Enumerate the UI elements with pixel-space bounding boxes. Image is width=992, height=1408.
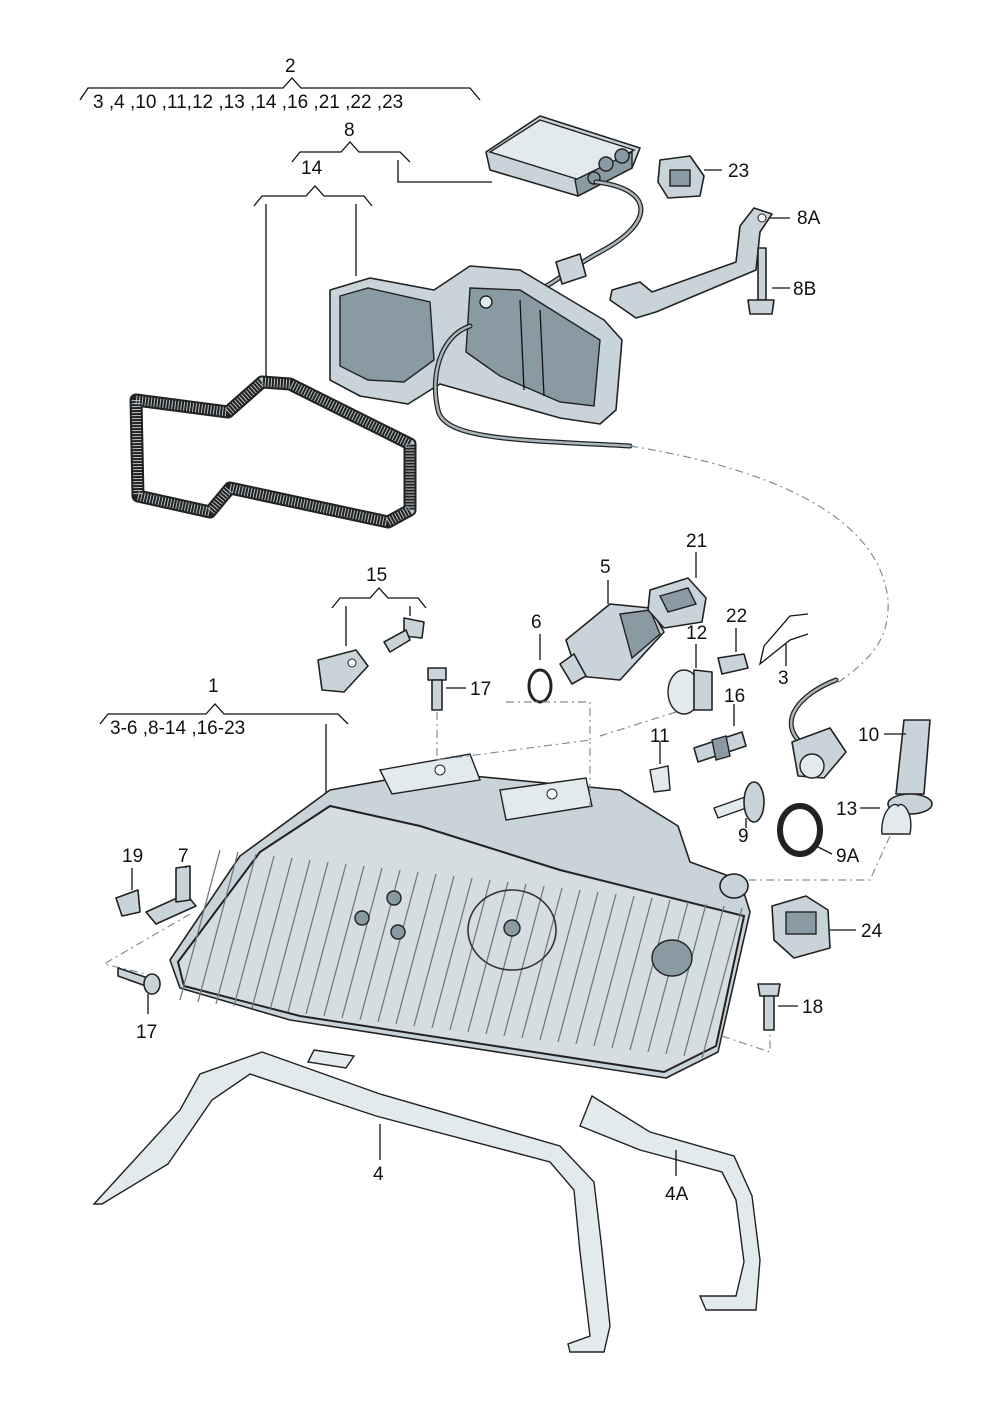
screw-17-top: 17 [427,667,491,760]
screw-17-bottom: 17 [117,967,161,1043]
group-bracket-15: 15 [317,565,427,693]
lens-hatch-line [197,851,239,1003]
lens-hatch-line [629,899,671,1051]
lens-hatch-line [647,901,689,1053]
label-8A: 8A [797,208,821,229]
label-14: 14 [301,158,323,179]
lens-hatch-line [557,891,599,1043]
lens-hatch-line [431,877,473,1029]
lens-hatch-line [341,867,383,1019]
trim-strip-4: 4 [92,1049,611,1353]
lens-hatch-line [503,885,545,1037]
label-3: 3 [778,668,789,689]
trim-strip-4A: 4A [579,1094,761,1311]
connector-21: 21 [647,531,707,629]
label-11: 11 [650,726,670,747]
bracket-7: 7 [145,846,197,925]
label-24: 24 [861,921,883,942]
gasket [129,375,417,529]
lens-hatch-line [377,871,419,1023]
lens-hatch-line [575,893,617,1045]
label-13: 13 [836,799,857,820]
group-bracket-14: 14 [253,158,373,378]
bulb-13: 13 [740,799,912,881]
connector-22: 22 [717,606,749,675]
label-15: 15 [366,565,387,586]
label-4A: 4A [665,1184,689,1205]
lamp-housing [329,265,623,425]
lens-hatch-line [305,863,347,1015]
level-motor-5: 5 [559,557,665,685]
clip-19: 19 [115,846,143,917]
lens-hatch-line [539,889,581,1041]
label-16: 16 [724,686,745,707]
label-2-list: 3 ,4 ,10 ,11,12 ,13 ,14 ,16 ,21 ,22 ,23 [93,92,403,113]
lens-hatch-line [521,887,563,1039]
connector-23: 23 [657,155,749,199]
lens-hatch-line [701,907,743,1059]
label-5: 5 [600,557,611,578]
label-1: 1 [208,676,219,697]
lens-hatch-line [611,897,653,1049]
retaining-ring-6: 6 [506,612,591,740]
label-22: 22 [726,606,747,627]
label-17-top: 17 [470,679,491,700]
group-bracket-1: 1 3-6 ,8-14 ,16-23 [99,676,349,804]
label-8B: 8B [793,279,816,300]
lens-hatch-line [665,903,707,1055]
bracket-8A: 8A [609,207,821,319]
connector-24: 24 [771,895,883,959]
label-18: 18 [802,997,823,1018]
lens-hatch-line [683,905,725,1057]
lens-hatch-line [413,875,455,1027]
lens-hatch-line [467,881,509,1033]
label-2: 2 [285,56,296,77]
lens-hatch-line [269,859,311,1011]
label-21: 21 [686,531,707,552]
bulb-10: 10 [858,719,933,815]
screw-8B: 8B [747,247,816,315]
group-bracket-2: 2 3 ,4 ,10 ,11,12 ,13 ,14 ,16 ,21 ,22 ,2… [79,56,481,113]
wire-3: 3 [758,613,809,689]
bulb-11: 11 [649,726,671,793]
lens-hatch-line [233,855,275,1007]
label-10: 10 [858,725,879,746]
lens-hatch-line [215,853,257,1005]
headlight-assembly [169,753,751,1079]
screw-18: 18 [757,983,823,1031]
lens-hatch-line [323,865,365,1017]
label-6: 6 [531,612,542,633]
label-8: 8 [344,120,355,141]
label-23: 23 [728,161,749,182]
label-7: 7 [178,846,189,867]
ring-9A: 9A [777,803,860,867]
lens-hatch-line [179,849,221,1001]
label-1-list: 3-6 ,8-14 ,16-23 [110,718,245,739]
group-bracket-8: 8 [291,120,492,183]
label-12: 12 [686,623,707,644]
lens-hatch-line [287,861,329,1013]
lens-hatch-line [251,857,293,1009]
label-17-bottom: 17 [136,1022,157,1043]
label-4: 4 [373,1164,384,1185]
socket-16: 16 [693,686,747,763]
lens-hatch-line [449,879,491,1031]
bulb-socket-3 [788,677,847,779]
label-9A: 9A [836,846,860,867]
lens-hatch-line [395,873,437,1025]
label-9: 9 [738,826,749,847]
label-19: 19 [122,846,143,867]
lens-hatching [179,849,743,1059]
bulb-9: 9 [713,781,765,847]
control-unit [485,115,641,198]
lens-hatch-line [593,895,635,1047]
lens-hatch-line [485,883,527,1035]
bulb-12: 12 [599,623,713,737]
